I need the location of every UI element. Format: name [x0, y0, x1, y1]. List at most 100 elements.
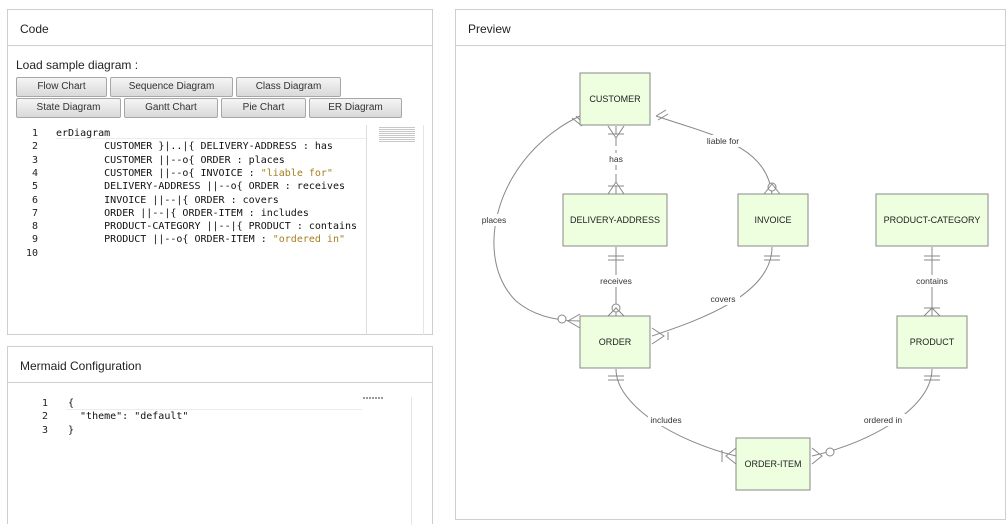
marker-delivery-has	[607, 181, 625, 195]
code-token: CUSTOMER ||--o{ INVOICE :	[56, 167, 261, 179]
config-text: {	[68, 398, 75, 409]
pie-chart-button[interactable]: Pie Chart	[221, 98, 306, 118]
code-line[interactable]: 8 PRODUCT-CATEGORY ||--|{ PRODUCT : cont…	[8, 220, 364, 233]
config-panel-title: Mermaid Configuration	[8, 347, 432, 383]
code-line[interactable]: 9 PRODUCT ||--o{ ORDER-ITEM : "ordered i…	[8, 233, 364, 246]
config-line[interactable]: 1{	[8, 397, 358, 410]
code-text: ORDER ||--|{ ORDER-ITEM : includes	[56, 207, 309, 220]
entity-invoice-label: INVOICE	[754, 215, 791, 225]
sample-diagram-label: Load sample diagram :	[16, 58, 139, 72]
line-number: 1	[31, 128, 38, 139]
code-line[interactable]: 7 ORDER ||--|{ ORDER-ITEM : includes	[8, 207, 364, 220]
relation-places-line	[493, 115, 581, 322]
marker-invoice-crow	[763, 183, 781, 195]
entity-delivery-address[interactable]	[562, 193, 668, 247]
config-line[interactable]: 2 "theme": "default"	[8, 410, 358, 423]
er-diagram: has liable for places receives covers co…	[479, 72, 989, 491]
line-number: 1	[41, 398, 48, 409]
line-number: 3	[31, 154, 38, 166]
entity-order-item-label: ORDER-ITEM	[745, 459, 802, 469]
line-number: 8	[31, 221, 38, 233]
entity-customer-label: CUSTOMER	[589, 94, 641, 104]
marker-order-receives	[607, 307, 625, 317]
marker-order-covers	[651, 327, 669, 345]
entity-customer[interactable]	[579, 72, 651, 126]
relation-covers-line	[651, 246, 773, 337]
relation-covers-label: covers	[710, 294, 735, 304]
state-diagram-button[interactable]: State Diagram	[16, 98, 121, 118]
gantt-chart-button[interactable]: Gantt Chart	[124, 98, 218, 118]
config-text: "theme": "default"	[68, 411, 189, 423]
relation-ordered-in-line	[811, 368, 933, 457]
marker-item-includes	[721, 447, 737, 465]
relation-liable-for-label: liable for	[707, 136, 739, 146]
config-panel: Mermaid Configuration 1{2 "theme": "defa…	[7, 346, 433, 525]
preview-panel: Preview	[455, 9, 1006, 520]
code-line[interactable]: 6 INVOICE ||--|{ ORDER : covers	[8, 194, 364, 207]
marker-product-ordered	[924, 375, 940, 381]
code-token: erDiagram	[56, 128, 111, 139]
code-line[interactable]: 2 CUSTOMER }|..|{ DELIVERY-ADDRESS : has	[8, 140, 364, 153]
code-text: PRODUCT-CATEGORY ||--|{ PRODUCT : contai…	[56, 220, 357, 233]
code-line[interactable]: 5 DELIVERY-ADDRESS ||--o{ ORDER : receiv…	[8, 180, 364, 193]
marker-order-places-circle	[557, 314, 567, 324]
marker-item-ordered	[811, 447, 823, 465]
current-line-highlight	[56, 126, 366, 139]
config-scrollbar[interactable]	[411, 397, 412, 525]
relation-liable-for-line	[655, 115, 773, 195]
entity-order[interactable]	[579, 315, 651, 369]
flow-chart-button[interactable]: Flow Chart	[16, 77, 107, 97]
code-line[interactable]: 10	[8, 247, 364, 260]
config-minimap[interactable]	[363, 397, 383, 399]
marker-item-ordered-circle	[825, 447, 835, 457]
line-number: 2	[41, 411, 48, 423]
relation-includes-line	[615, 368, 737, 457]
relation-contains-label: contains	[916, 276, 948, 286]
line-number: 7	[31, 207, 38, 219]
config-line[interactable]: 3}	[8, 424, 358, 437]
line-number: 9	[31, 234, 38, 246]
sequence-diagram-button[interactable]: Sequence Diagram	[110, 77, 233, 97]
code-text: erDiagram	[56, 127, 110, 140]
code-line[interactable]: 1 erDiagram	[8, 127, 364, 140]
code-token: INVOICE ||--|{ ORDER : covers	[56, 194, 279, 206]
entity-product-label: PRODUCT	[910, 337, 955, 347]
class-diagram-button[interactable]: Class Diagram	[236, 77, 341, 97]
entity-order-label: ORDER	[599, 337, 632, 347]
relation-has-label: has	[609, 154, 623, 164]
marker-order-includes	[608, 375, 624, 381]
marker-category-contains	[924, 255, 940, 261]
code-text: CUSTOMER ||--o{ ORDER : places	[56, 154, 285, 167]
code-text: DELIVERY-ADDRESS ||--o{ ORDER : receives	[56, 180, 345, 193]
config-editor[interactable]: 1{2 "theme": "default"3}	[8, 397, 432, 525]
code-string-token: "liable for"	[260, 167, 333, 179]
line-number: 5	[31, 181, 38, 193]
code-minimap[interactable]	[366, 125, 423, 335]
code-panel-title: Code	[8, 10, 432, 46]
preview-panel-title: Preview	[456, 10, 1005, 46]
marker-invoice-covers	[764, 255, 780, 261]
marker-invoice-liable	[767, 182, 777, 192]
code-scrollbar[interactable]	[423, 125, 424, 335]
entity-delivery-address-label: DELIVERY-ADDRESS	[570, 215, 660, 225]
code-text: CUSTOMER }|..|{ DELIVERY-ADDRESS : has	[56, 140, 333, 153]
relation-places-label: places	[482, 215, 507, 225]
marker-delivery-receives	[608, 255, 624, 261]
line-number: 4	[31, 167, 38, 179]
line-number: 10	[25, 247, 38, 259]
entity-invoice[interactable]	[737, 193, 809, 247]
entity-product-category-label: PRODUCT-CATEGORY	[884, 215, 981, 225]
marker-order-places	[567, 313, 581, 329]
code-token: CUSTOMER }|..|{ DELIVERY-ADDRESS : has	[56, 141, 333, 153]
code-token: ORDER ||--|{ ORDER-ITEM : includes	[56, 207, 309, 219]
er-diagram-button[interactable]: ER Diagram	[309, 98, 402, 118]
config-current-line	[66, 397, 362, 410]
entity-order-item[interactable]	[735, 437, 811, 491]
config-text: }	[68, 424, 75, 436]
code-token: PRODUCT-CATEGORY ||--|{ PRODUCT : contai…	[56, 221, 358, 233]
entity-product-category[interactable]	[875, 193, 989, 247]
entity-product[interactable]	[896, 315, 968, 369]
code-line[interactable]: 3 CUSTOMER ||--o{ ORDER : places	[8, 154, 364, 167]
code-line[interactable]: 4 CUSTOMER ||--o{ INVOICE : "liable for"	[8, 167, 364, 180]
